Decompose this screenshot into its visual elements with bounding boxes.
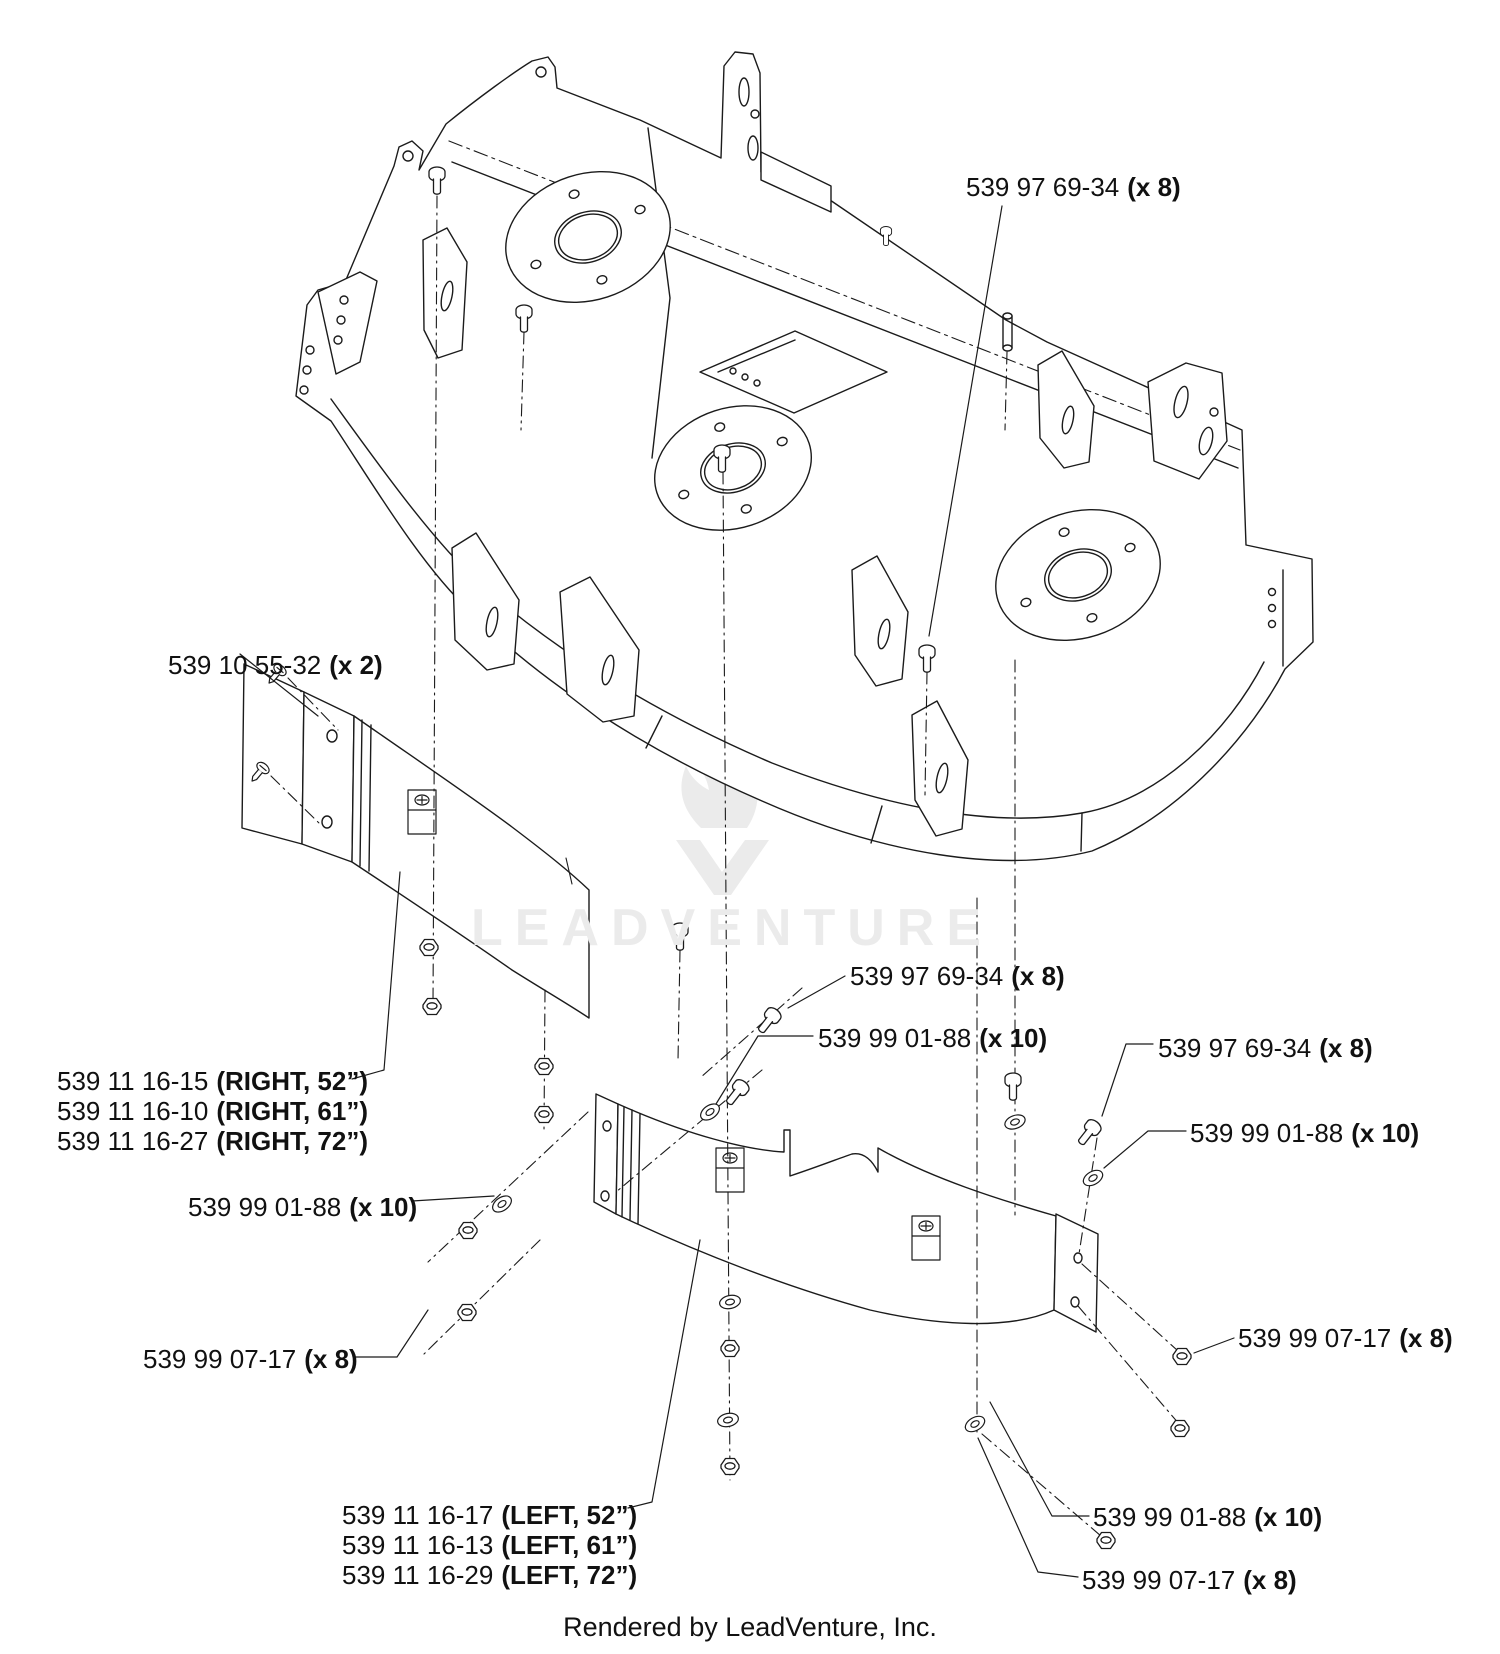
part-number: 539 11 16-10 [57, 1096, 209, 1126]
part-variant: (LEFT, 72”) [501, 1560, 638, 1590]
hex-nut-icon [720, 1339, 740, 1358]
part-number: 539 99 01-88 [1093, 1502, 1247, 1532]
part-qty: (x 10) [349, 1192, 418, 1222]
callout-washer-left: 539 99 01-88(x 10) [188, 1192, 417, 1223]
variant-row: 539 11 16-17(LEFT, 52”) [342, 1500, 637, 1530]
hex-nut-icon [419, 938, 439, 957]
part-qty: (x 8) [1243, 1565, 1297, 1595]
part-number: 539 99 07-17 [1238, 1323, 1392, 1353]
clip-nut-icon [911, 1215, 941, 1261]
callout-bolt-mid: 539 97 69-34(x 8) [850, 961, 1065, 992]
part-qty: (x 10) [1254, 1502, 1323, 1532]
variant-row: 539 11 16-13(LEFT, 61”) [342, 1530, 637, 1560]
deck-gusset-brackets [422, 227, 1228, 837]
part-number: 539 99 07-17 [143, 1344, 297, 1374]
carriage-bolt-icon [1004, 1072, 1022, 1101]
variant-row: 539 11 16-29(LEFT, 72”) [342, 1560, 637, 1590]
baffle-right-hand [241, 663, 590, 1019]
part-number: 539 99 07-17 [1082, 1565, 1236, 1595]
part-number: 539 97 69-34 [966, 172, 1120, 202]
part-qty: (x 8) [1319, 1033, 1373, 1063]
callout-baffle-right-variants: 539 11 16-15(RIGHT, 52”) 539 11 16-10(RI… [57, 1066, 368, 1156]
part-number: 539 11 16-17 [342, 1500, 494, 1530]
leadventure-watermark-text: LEADVENTURE [470, 899, 994, 957]
variant-row: 539 11 16-10(RIGHT, 61”) [57, 1096, 368, 1126]
callout-nut-right: 539 99 07-17(x 8) [1238, 1323, 1453, 1354]
hex-nut-icon [720, 1457, 740, 1476]
part-qty: (x 10) [979, 1023, 1048, 1053]
part-variant: (LEFT, 61”) [501, 1530, 638, 1560]
part-number: 539 11 16-29 [342, 1560, 494, 1590]
hex-nut-icon [458, 1221, 478, 1240]
part-variant: (RIGHT, 72”) [216, 1126, 369, 1156]
clip-nut-icon [715, 1147, 745, 1193]
part-number: 539 97 69-34 [1158, 1033, 1312, 1063]
part-qty: (x 10) [1351, 1118, 1420, 1148]
baffle-left-hand [593, 1093, 1099, 1333]
hex-nut-icon [457, 1303, 477, 1322]
carriage-bolt-icon [721, 1076, 753, 1110]
spindle-plates [505, 171, 1161, 641]
part-qty: (x 8) [1011, 961, 1065, 991]
part-qty: (x 8) [1399, 1323, 1453, 1353]
callout-washer-right: 539 99 01-88(x 10) [1190, 1118, 1419, 1149]
clip-nut-icon [407, 789, 437, 835]
part-number: 539 11 16-27 [57, 1126, 209, 1156]
part-number: 539 10 55-32 [168, 650, 322, 680]
callout-nut-left: 539 99 07-17(x 8) [143, 1344, 358, 1375]
variant-row: 539 11 16-27(RIGHT, 72”) [57, 1126, 368, 1156]
part-qty: (x 8) [304, 1344, 358, 1374]
part-variant: (RIGHT, 61”) [216, 1096, 369, 1126]
carriage-bolt-icon [753, 1004, 785, 1038]
variant-row: 539 11 16-15(RIGHT, 52”) [57, 1066, 368, 1096]
hex-nut-icon [1096, 1531, 1116, 1550]
part-number: 539 99 01-88 [188, 1192, 342, 1222]
part-number: 539 99 01-88 [1190, 1118, 1344, 1148]
part-number: 539 97 69-34 [850, 961, 1004, 991]
hex-nut-icon [1170, 1419, 1190, 1438]
hex-nut-icon [534, 1105, 554, 1124]
part-variant: (LEFT, 52”) [501, 1500, 638, 1530]
part-qty: (x 8) [1127, 172, 1181, 202]
part-number: 539 99 01-88 [818, 1023, 972, 1053]
callout-screws-left: 539 10 55-32(x 2) [168, 650, 383, 681]
washer-icon [717, 1292, 743, 1312]
hex-nut-icon [1172, 1347, 1192, 1366]
hex-nut-icon [534, 1057, 554, 1076]
callout-deck-bolt-top: 539 97 69-34(x 8) [966, 172, 1181, 203]
washer-icon [715, 1410, 741, 1430]
part-variant: (RIGHT, 52”) [216, 1066, 369, 1096]
washer-icon [961, 1412, 989, 1436]
washer-icon [1002, 1111, 1028, 1133]
washer-icon [1079, 1166, 1107, 1190]
callout-bolt-right: 539 97 69-34(x 8) [1158, 1033, 1373, 1064]
part-qty: (x 2) [329, 650, 383, 680]
callout-washer-bottom-right: 539 99 01-88(x 10) [1093, 1502, 1322, 1533]
part-number: 539 11 16-15 [57, 1066, 209, 1096]
callout-nut-bottom-right: 539 99 07-17(x 8) [1082, 1565, 1297, 1596]
carriage-bolt-icon [1073, 1116, 1105, 1150]
part-number: 539 11 16-13 [342, 1530, 494, 1560]
hex-nut-icon [422, 997, 442, 1016]
washer-icon [696, 1099, 724, 1125]
rendered-by-footer: Rendered by LeadVenture, Inc. [563, 1612, 937, 1642]
callout-leader-lines [239, 205, 1235, 1578]
callout-baffle-left-variants: 539 11 16-17(LEFT, 52”) 539 11 16-13(LEF… [342, 1500, 637, 1590]
callout-washer-mid: 539 99 01-88(x 10) [818, 1023, 1047, 1054]
